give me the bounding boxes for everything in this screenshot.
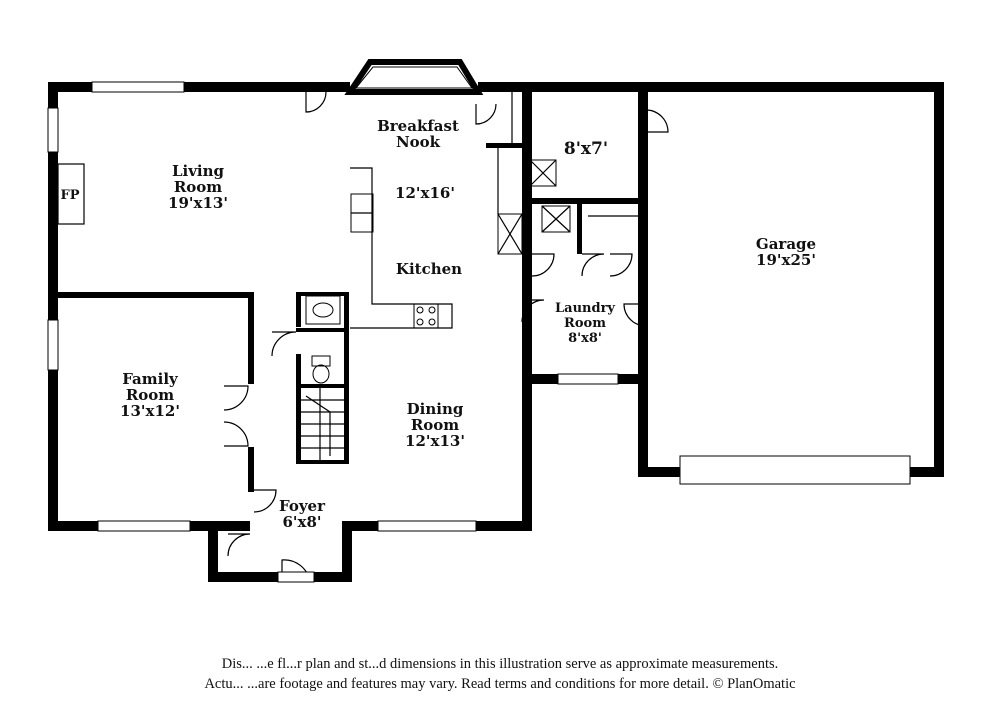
dining-room-name-1: Dining [407,400,464,418]
garage-name: Garage [756,235,816,253]
exterior-walls [48,82,944,582]
doors [223,91,669,583]
interior-walls [58,143,648,492]
foyer-name: Foyer [279,497,326,515]
breakfast-nook-name-1: Breakfast [377,117,459,135]
laundry-room-name-1: Laundry [555,301,615,316]
stairs [301,388,344,460]
dining-room-size: 12'x13' [405,432,465,450]
half-bath [305,295,341,384]
fireplace-label: FP [60,188,79,203]
family-room-size: 13'x12' [120,402,180,420]
floor-plan: Living Room 19'x13' Breakfast Nook 12'x1… [47,59,944,583]
laundry-room-name-2: Room [564,316,606,331]
dining-room-name-2: Room [411,416,459,434]
kitchen-counters [350,92,523,329]
garage-size: 19'x25' [756,251,816,269]
living-room-size: 19'x13' [168,194,228,212]
family-room-name-1: Family [122,370,179,388]
room-labels: Living Room 19'x13' Breakfast Nook 12'x1… [60,117,816,531]
fireplace [57,163,85,225]
utility-fixtures [529,159,638,233]
windows [47,81,911,532]
storage-size: 8'x7' [564,139,608,159]
foyer-size: 6'x8' [282,513,321,531]
kitchen-size: 12'x16' [395,184,455,202]
kitchen-name: Kitchen [396,260,462,278]
breakfast-nook-name-2: Nook [396,133,441,151]
disclaimer-line-1: Dis... ...e fl...r plan and st...d dimen… [221,656,779,672]
family-room-name-2: Room [126,386,174,404]
laundry-room-size: 8'x8' [568,331,602,346]
living-room-name-1: Living [172,162,225,180]
bay-window [344,59,484,95]
disclaimer-line-2: Actu... ...are footage and features may … [204,676,796,692]
living-room-name-2: Room [174,178,222,196]
